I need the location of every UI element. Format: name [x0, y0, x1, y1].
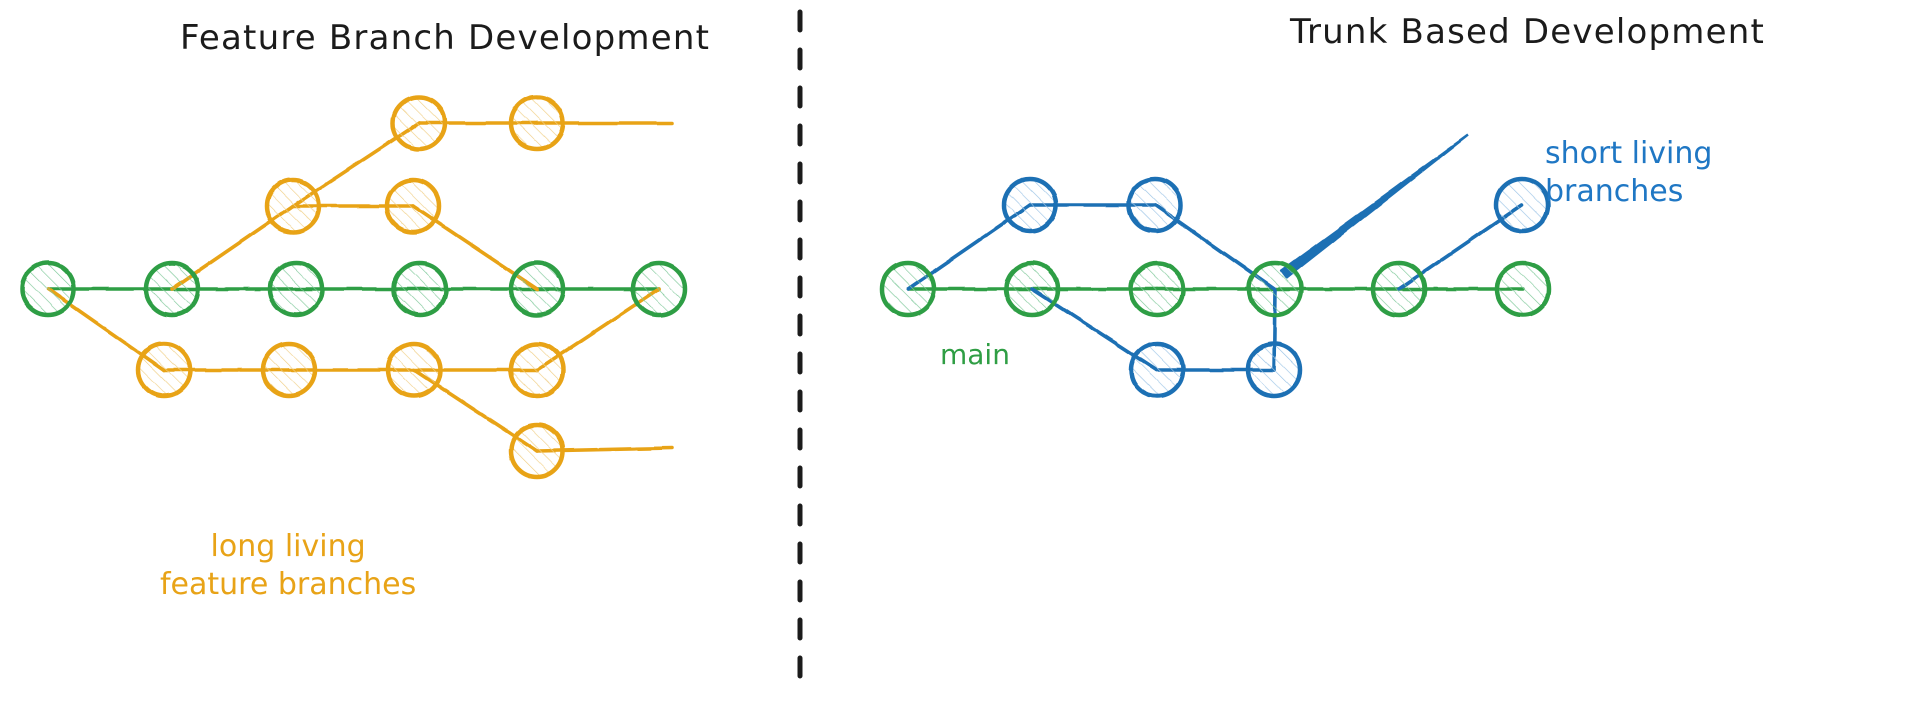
commit-node-b2[interactable]	[1126, 176, 1184, 234]
commit-circle	[1126, 176, 1184, 234]
commit-circle	[1493, 176, 1551, 234]
commit-node-m1[interactable]	[19, 260, 77, 318]
commit-circle	[143, 260, 201, 318]
commit-circle	[508, 422, 566, 480]
commit-node-u2[interactable]	[384, 177, 442, 235]
commit-circle	[1128, 341, 1186, 399]
commit-node-b5[interactable]	[1493, 176, 1551, 234]
commit-circle	[1001, 176, 1059, 234]
commit-node-m3[interactable]	[267, 260, 325, 318]
annotation-short-living-branches: short living branches	[1545, 136, 1713, 210]
commit-circle	[260, 341, 318, 399]
commit-circle	[1370, 260, 1428, 318]
commit-node-u1[interactable]	[264, 177, 322, 235]
commit-circle	[391, 260, 449, 318]
commit-node-d4[interactable]	[508, 341, 566, 399]
commit-circle	[390, 94, 448, 152]
annotation-pointer-line	[1279, 134, 1469, 280]
panel-title-feature-branch: Feature Branch Development	[180, 18, 711, 58]
annotation-long-living-feature-branches: long living feature branches	[160, 529, 417, 603]
commit-circle	[1245, 341, 1303, 399]
commit-circle	[508, 94, 566, 152]
commit-circle	[1246, 260, 1304, 318]
commit-circle	[264, 177, 322, 235]
commit-circle	[879, 260, 937, 318]
commit-node-m6[interactable]	[630, 260, 688, 318]
commit-node-b4[interactable]	[1245, 341, 1303, 399]
commit-node-d5[interactable]	[508, 422, 566, 480]
commit-node-t6[interactable]	[1494, 260, 1552, 318]
commit-node-t4[interactable]	[1246, 260, 1304, 318]
commit-node-u3[interactable]	[390, 94, 448, 152]
commit-node-d1[interactable]	[135, 341, 193, 399]
main-branch-label: main	[940, 338, 1010, 371]
commit-circle	[1128, 260, 1186, 318]
commit-node-t5[interactable]	[1370, 260, 1428, 318]
commit-circle	[385, 341, 443, 399]
commit-node-m4[interactable]	[391, 260, 449, 318]
commit-node-t3[interactable]	[1128, 260, 1186, 318]
commit-circle	[135, 341, 193, 399]
commit-node-m5[interactable]	[508, 260, 566, 318]
commit-node-m2[interactable]	[143, 260, 201, 318]
commit-node-u4[interactable]	[508, 94, 566, 152]
commit-circle	[19, 260, 77, 318]
commit-node-d3[interactable]	[385, 341, 443, 399]
commit-node-b1[interactable]	[1001, 176, 1059, 234]
commit-node-t1[interactable]	[879, 260, 937, 318]
commit-circle	[1494, 260, 1552, 318]
commit-node-t2[interactable]	[1003, 260, 1061, 318]
commit-circle	[267, 260, 325, 318]
commit-circle	[1003, 260, 1061, 318]
commit-circle	[508, 341, 566, 399]
panel-title-trunk-based: Trunk Based Development	[1290, 12, 1766, 52]
commit-node-b3[interactable]	[1128, 341, 1186, 399]
commit-node-d2[interactable]	[260, 341, 318, 399]
commit-circle	[384, 177, 442, 235]
commit-circle	[508, 260, 566, 318]
commit-circle	[630, 260, 688, 318]
